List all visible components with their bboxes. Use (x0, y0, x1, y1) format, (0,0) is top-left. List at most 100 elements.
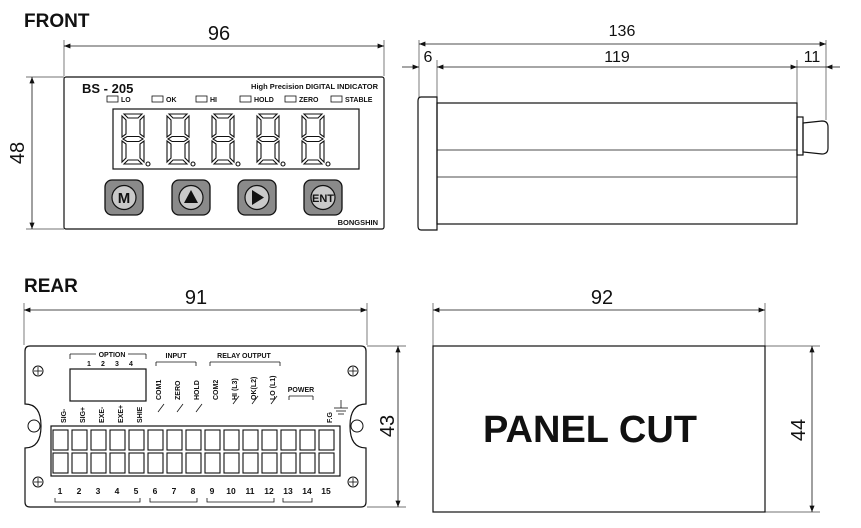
terminal-12-screw (261, 452, 278, 474)
terminal-11 (242, 429, 259, 451)
terminal-4-screw (109, 452, 126, 474)
terminal-3 (90, 429, 107, 451)
indicator-lamp-hold (239, 95, 252, 103)
power-label: POWER (288, 387, 314, 394)
mounting-hole-left (27, 419, 41, 433)
terminal-labels: SIG- SIG+ EXE- EXE+ SHIE COM1 ZERO HOLD … (61, 376, 334, 424)
display-window (112, 108, 360, 170)
enter-button[interactable]: ENT (303, 179, 343, 216)
side-bezel-label: 6 (424, 49, 433, 66)
up-button[interactable] (171, 179, 211, 216)
terminal-label-12: LO (L1) (270, 376, 277, 401)
indicator-label-stable: STABLE (345, 97, 373, 104)
terminal-label-15: F.G (327, 412, 334, 423)
terminal-numbers: 1 2 3 4 5 6 7 8 9 10 11 12 13 14 15 (54, 486, 331, 503)
terminal-label-2: SIG+ (80, 407, 87, 423)
switch-symbols (157, 395, 278, 413)
terminal-label-1: SIG- (61, 408, 68, 423)
input-group: INPUT (155, 353, 197, 366)
screw-top-left (32, 365, 44, 377)
cut-width-label: 92 (591, 287, 613, 309)
indicator-lamp-hi (195, 95, 208, 103)
option-label: OPTION (99, 352, 126, 359)
indicator-lamp-zero (284, 95, 297, 103)
indicator-lamp-ok (151, 95, 164, 103)
terminal-number-4: 4 (115, 486, 120, 496)
terminal-14 (299, 429, 316, 451)
mounting-hole-right (350, 419, 364, 433)
relay-output-group: RELAY OUTPUT (209, 353, 281, 366)
input-label: INPUT (166, 353, 188, 360)
indicator-row: LO OK HI HOLD ZERO STABLE (106, 95, 373, 104)
panel-cut: PANEL CUT (432, 345, 766, 513)
front-section-title: FRONT (24, 11, 90, 32)
triangle-up-icon (184, 190, 198, 203)
option-number-2: 2 (101, 361, 105, 368)
indicator-label-hold: HOLD (254, 97, 274, 104)
side-dimensions: 136 119 6 11 (402, 23, 840, 120)
terminal-number-14: 14 (302, 486, 312, 496)
rear-width-label: 91 (185, 287, 207, 309)
terminal-9-screw (204, 452, 221, 474)
terminal-6-screw (147, 452, 164, 474)
terminal-label-8: HOLD (194, 380, 201, 400)
terminal-5 (128, 429, 145, 451)
terminal-label-9: COM2 (213, 380, 220, 400)
terminal-7 (166, 429, 183, 451)
terminal-8-screw (185, 452, 202, 474)
terminal-number-11: 11 (246, 486, 255, 496)
terminal-15 (318, 429, 335, 451)
digit-2 (166, 113, 196, 167)
terminal-7-screw (166, 452, 183, 474)
terminal-2-screw (71, 452, 88, 474)
indicator-label-lo: LO (121, 97, 131, 104)
front-panel: BS - 205 High Precision DIGITAL INDICATO… (63, 76, 385, 230)
option-number-1: 1 (87, 361, 91, 368)
terminal-14-screw (299, 452, 316, 474)
terminal-number-10: 10 (226, 486, 236, 496)
side-connector (802, 120, 829, 155)
terminal-number-1: 1 (58, 486, 63, 496)
terminal-number-9: 9 (210, 486, 215, 496)
terminal-3-screw (90, 452, 107, 474)
terminal-4 (109, 429, 126, 451)
side-body-label: 119 (604, 49, 630, 66)
terminal-9 (204, 429, 221, 451)
menu-button[interactable]: M (104, 179, 144, 216)
terminal-13 (280, 429, 297, 451)
right-button[interactable] (237, 179, 277, 216)
option-block: OPTION 1 2 3 4 (69, 352, 147, 402)
terminal-number-3: 3 (96, 486, 101, 496)
terminal-1-screw (52, 452, 69, 474)
side-total-label: 136 (609, 23, 636, 40)
indicator-label-zero: ZERO (299, 97, 319, 104)
terminal-12 (261, 429, 278, 451)
indicator-label-hi: HI (210, 97, 217, 104)
terminal-number-8: 8 (191, 486, 196, 496)
terminal-2 (71, 429, 88, 451)
terminal-block (50, 425, 341, 477)
option-slot (69, 368, 147, 402)
rear-height-dimension: 43 (367, 345, 406, 508)
front-height-dimension: 48 (7, 76, 64, 230)
indicator-label-ok: OK (166, 97, 177, 104)
side-view (417, 96, 829, 231)
screw-bottom-right (347, 476, 359, 488)
cut-height-dimension: 44 (765, 345, 820, 513)
front-width-dimension: 96 (63, 23, 385, 76)
terminal-number-2: 2 (77, 486, 82, 496)
panel-subtitle: High Precision DIGITAL INDICATOR (251, 82, 379, 91)
terminal-number-13: 13 (283, 486, 293, 496)
terminal-6 (147, 429, 164, 451)
terminal-1 (52, 429, 69, 451)
triangle-right-icon (252, 190, 264, 205)
terminal-10-screw (223, 452, 240, 474)
panel-cut-label: PANEL CUT (483, 409, 697, 451)
terminal-number-6: 6 (153, 486, 158, 496)
terminal-10 (223, 429, 240, 451)
ground-icon (334, 400, 348, 415)
rear-height-label: 43 (377, 415, 399, 437)
indicator-lamp-lo (106, 95, 119, 103)
indicator-lamp-stable (330, 95, 343, 103)
brand-name: BONGSHIN (338, 218, 378, 227)
